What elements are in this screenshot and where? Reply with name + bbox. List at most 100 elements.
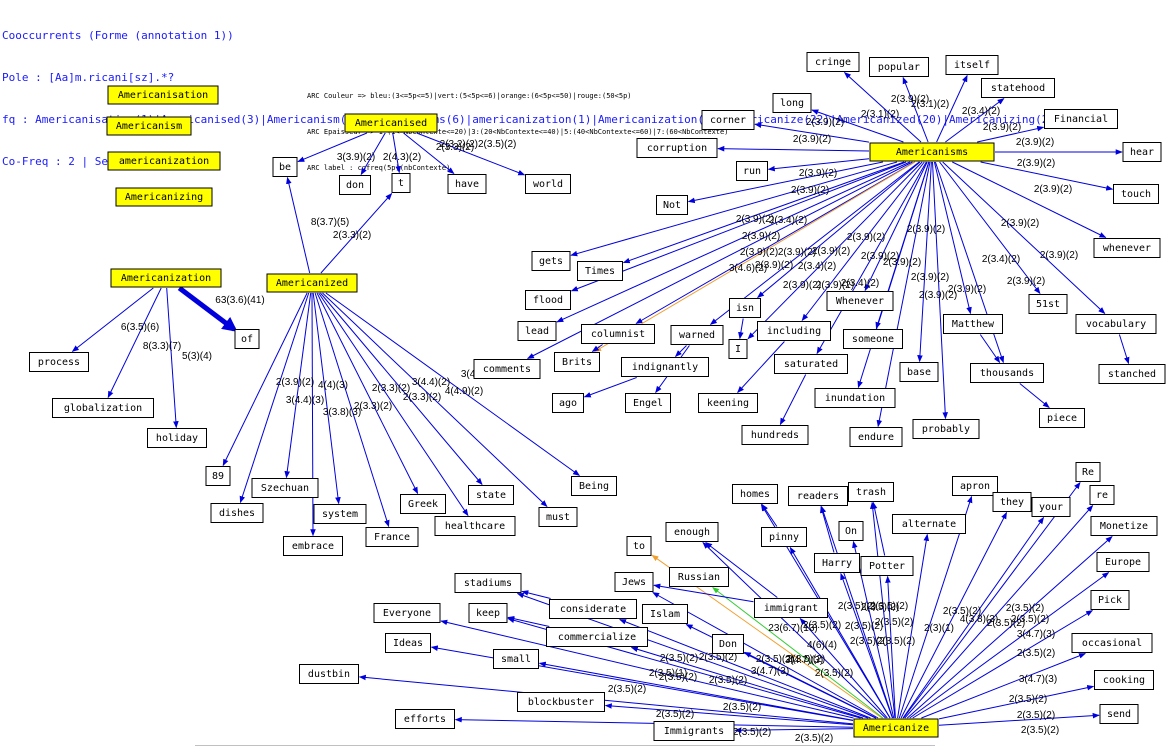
pole-node-americanisation[interactable]: Americanisation bbox=[107, 85, 219, 105]
word-node-financial[interactable]: Financial bbox=[1044, 109, 1118, 129]
word-node-times[interactable]: Times bbox=[577, 261, 623, 281]
word-node-islam[interactable]: Islam bbox=[642, 604, 688, 624]
pole-node-americanization[interactable]: Americanization bbox=[110, 268, 222, 288]
word-node-isn[interactable]: isn bbox=[729, 298, 761, 318]
word-node-europe[interactable]: Europe bbox=[1096, 552, 1150, 572]
word-node-greek[interactable]: Greek bbox=[400, 494, 446, 514]
word-node-pick[interactable]: Pick bbox=[1090, 590, 1130, 610]
word-node-i[interactable]: I bbox=[728, 339, 748, 359]
word-node-statehood[interactable]: statehood bbox=[981, 78, 1055, 98]
word-node-run[interactable]: run bbox=[736, 161, 768, 181]
word-node-russian[interactable]: Russian bbox=[669, 567, 729, 587]
word-node-efforts[interactable]: efforts bbox=[395, 709, 455, 729]
word-node-brits[interactable]: Brits bbox=[554, 352, 600, 372]
word-node-not[interactable]: Not bbox=[656, 195, 688, 215]
word-node-of[interactable]: of bbox=[234, 329, 260, 349]
word-node-re[interactable]: Re bbox=[1075, 462, 1101, 482]
word-node-keening[interactable]: keening bbox=[698, 393, 758, 413]
word-node-state[interactable]: state bbox=[468, 485, 514, 505]
word-node-world[interactable]: world bbox=[525, 174, 571, 194]
word-node-indignantly[interactable]: indignantly bbox=[621, 357, 709, 377]
word-node-they[interactable]: they bbox=[992, 492, 1032, 512]
word-node-flood[interactable]: flood bbox=[525, 290, 571, 310]
word-node-must[interactable]: must bbox=[538, 507, 578, 527]
pole-node-americanization[interactable]: americanization bbox=[107, 151, 221, 171]
word-node-being[interactable]: Being bbox=[571, 476, 617, 496]
word-node-pinny[interactable]: pinny bbox=[761, 527, 807, 547]
word-node-corner[interactable]: corner bbox=[701, 110, 755, 130]
word-node-hundreds[interactable]: hundreds bbox=[741, 425, 809, 445]
word-node-your[interactable]: your bbox=[1031, 497, 1071, 517]
word-node-potter[interactable]: Potter bbox=[860, 556, 914, 576]
word-node-alternate[interactable]: alternate bbox=[892, 514, 966, 534]
word-node-send[interactable]: send bbox=[1099, 704, 1139, 724]
word-node-long[interactable]: long bbox=[772, 93, 812, 113]
word-node-immigrants[interactable]: Immigrants bbox=[653, 721, 735, 741]
word-node-whenever[interactable]: Whenever bbox=[826, 291, 894, 311]
word-node-enough[interactable]: enough bbox=[665, 522, 719, 542]
word-node-endure[interactable]: endure bbox=[849, 427, 903, 447]
word-node-warned[interactable]: warned bbox=[670, 325, 724, 345]
word-node-system[interactable]: system bbox=[313, 504, 367, 524]
word-node-to[interactable]: to bbox=[626, 536, 652, 556]
word-node-monetize[interactable]: Monetize bbox=[1090, 516, 1158, 536]
word-node-t[interactable]: t bbox=[391, 173, 411, 193]
word-node-base[interactable]: base bbox=[899, 362, 939, 382]
word-node-process[interactable]: process bbox=[29, 352, 89, 372]
word-node-whenever[interactable]: whenever bbox=[1093, 238, 1161, 258]
word-node-have[interactable]: have bbox=[447, 174, 487, 194]
word-node-commercialize[interactable]: commercialize bbox=[546, 627, 648, 647]
word-node-inundation[interactable]: inundation bbox=[814, 388, 896, 408]
word-node-globalization[interactable]: globalization bbox=[52, 398, 154, 418]
word-node-blockbuster[interactable]: blockbuster bbox=[517, 692, 605, 712]
pole-node-americanism[interactable]: Americanism bbox=[106, 116, 192, 136]
word-node-vocabulary[interactable]: vocabulary bbox=[1075, 314, 1157, 334]
word-node-readers[interactable]: readers bbox=[788, 486, 848, 506]
word-node-cooking[interactable]: cooking bbox=[1094, 670, 1154, 690]
word-node-homes[interactable]: homes bbox=[732, 484, 778, 504]
word-node-everyone[interactable]: Everyone bbox=[373, 603, 441, 623]
word-node-probably[interactable]: probably bbox=[912, 419, 980, 439]
word-node-ideas[interactable]: Ideas bbox=[385, 633, 431, 653]
pole-node-americanizing[interactable]: Americanizing bbox=[115, 187, 213, 207]
word-node-don[interactable]: Don bbox=[712, 634, 744, 654]
word-node-touch[interactable]: touch bbox=[1113, 184, 1159, 204]
word-node-someone[interactable]: someone bbox=[843, 329, 903, 349]
word-node-keep[interactable]: keep bbox=[468, 603, 508, 623]
word-node-thousands[interactable]: thousands bbox=[970, 363, 1044, 383]
pole-node-americanised[interactable]: Americanised bbox=[344, 113, 438, 133]
word-node-lead[interactable]: lead bbox=[517, 321, 557, 341]
word-node-dustbin[interactable]: dustbin bbox=[299, 664, 359, 684]
word-node-don[interactable]: don bbox=[339, 175, 371, 195]
word-node-engel[interactable]: Engel bbox=[625, 393, 671, 413]
word-node-apron[interactable]: apron bbox=[952, 476, 998, 496]
word-node-itself[interactable]: itself bbox=[945, 55, 999, 75]
word-node-dishes[interactable]: dishes bbox=[210, 503, 264, 523]
word-node-including[interactable]: including bbox=[757, 321, 831, 341]
word-node-matthew[interactable]: Matthew bbox=[943, 314, 1003, 334]
word-node-re[interactable]: re bbox=[1089, 485, 1115, 505]
word-node-be[interactable]: be bbox=[272, 157, 298, 177]
word-node-89[interactable]: 89 bbox=[205, 466, 231, 486]
word-node-harry[interactable]: Harry bbox=[814, 553, 860, 573]
word-node-occasional[interactable]: occasional bbox=[1071, 633, 1153, 653]
word-node-embrace[interactable]: embrace bbox=[283, 536, 343, 556]
pole-node-americanize[interactable]: Americanize bbox=[853, 718, 939, 738]
pole-node-americanized[interactable]: Americanized bbox=[266, 273, 358, 293]
word-node-immigrant[interactable]: immigrant bbox=[754, 598, 828, 618]
word-node-gets[interactable]: gets bbox=[531, 251, 571, 271]
word-node-ago[interactable]: ago bbox=[552, 393, 584, 413]
word-node-comments[interactable]: comments bbox=[473, 359, 541, 379]
word-node-szechuan[interactable]: Szechuan bbox=[251, 478, 319, 498]
word-node-piece[interactable]: piece bbox=[1039, 408, 1085, 428]
word-node-hear[interactable]: hear bbox=[1122, 142, 1162, 162]
word-node-columnist[interactable]: columnist bbox=[581, 324, 655, 344]
word-node-france[interactable]: France bbox=[365, 527, 419, 547]
word-node-stanched[interactable]: stanched bbox=[1098, 364, 1166, 384]
word-node-corruption[interactable]: corruption bbox=[636, 138, 718, 158]
word-node-considerate[interactable]: considerate bbox=[549, 599, 637, 619]
word-node-saturated[interactable]: saturated bbox=[774, 354, 848, 374]
word-node-stadiums[interactable]: stadiums bbox=[454, 573, 522, 593]
word-node-small[interactable]: small bbox=[493, 649, 539, 669]
word-node-on[interactable]: On bbox=[838, 521, 864, 541]
